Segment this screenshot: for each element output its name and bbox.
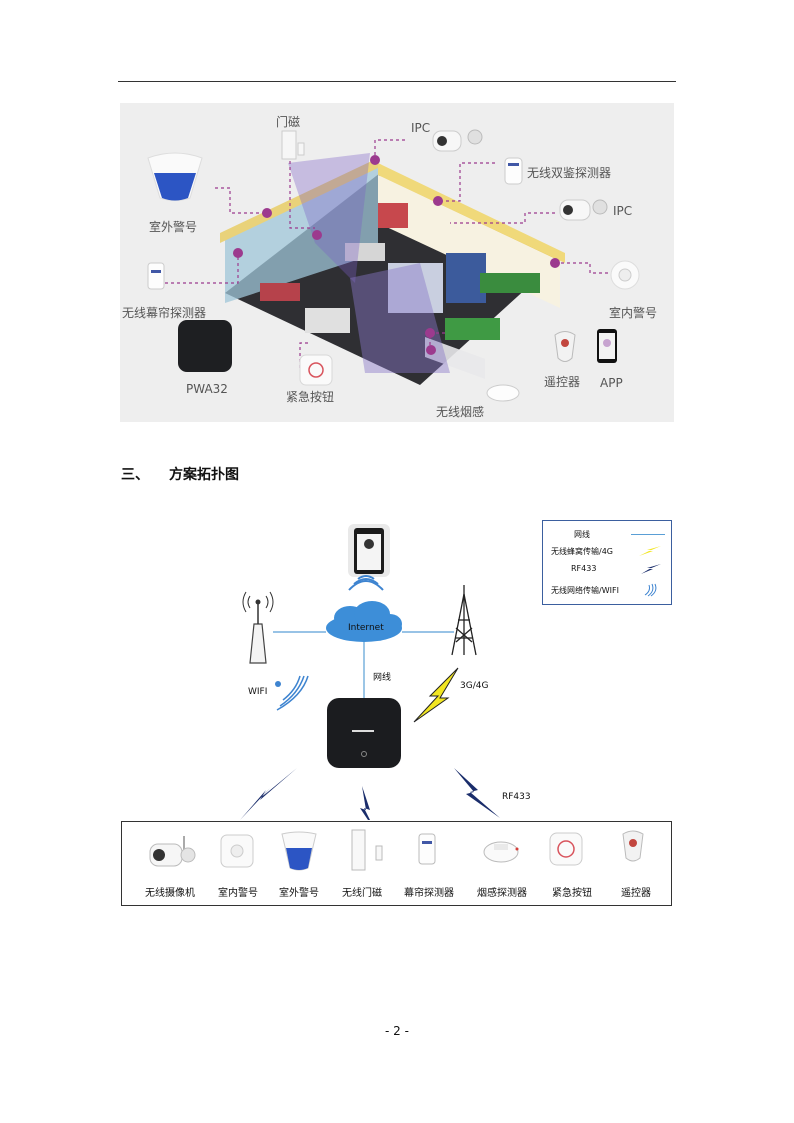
cellular-bolt-icon (413, 667, 459, 723)
label-dual-detector: 无线双鉴探测器 (527, 166, 612, 180)
device-label: 室外警号 (279, 888, 319, 899)
legend: 网线 无线蜂窝传输/4G RF433 无线网络传输/WIFI (542, 520, 672, 605)
network-line-sample (631, 534, 665, 535)
panic-button-icon (549, 832, 583, 866)
label-indoor-siren: 室内警号 (609, 306, 658, 320)
device-label: 紧急按钮 (552, 888, 592, 899)
label-curtain-detector: 无线幕帘探测器 (122, 306, 207, 320)
wifi-router-icon (242, 591, 274, 664)
label-outdoor-siren: 室外警号 (149, 220, 198, 234)
smoke-detector-icon (483, 841, 519, 863)
alarm-panel-icon (327, 698, 401, 768)
blue-bolt-icon (641, 564, 661, 574)
store-security-illustration: 门磁 IPC 无线双鉴探测器 IPC 室外警号 室内警号 无线幕帘探测器 PWA… (120, 103, 674, 422)
internet-label: Internet (348, 623, 384, 633)
cell-tower-icon (451, 585, 477, 656)
connector-dot (426, 345, 436, 355)
label-ipc-right: IPC (613, 204, 633, 218)
device-label: 室内警号 (218, 888, 258, 899)
section-number: 三、 (121, 467, 149, 483)
connector-dot (425, 328, 435, 338)
connector-dot (550, 258, 560, 268)
device-label: 遥控器 (621, 888, 651, 899)
device-label: 无线门磁 (342, 888, 382, 899)
label-app: APP (600, 376, 623, 390)
device-label: 幕帘探测器 (404, 888, 454, 899)
connector-dot (312, 230, 322, 240)
outdoor-siren-icon (281, 831, 317, 871)
page-number: - 2 - (385, 1024, 409, 1038)
label-ipc-top: IPC (411, 121, 431, 135)
rf433-label: RF433 (502, 792, 531, 802)
label-remote: 遥控器 (544, 375, 581, 389)
door-sensor-icon (351, 829, 383, 871)
wifi-label: WIFI (248, 687, 268, 697)
internet-cloud-icon (326, 601, 402, 642)
section-title: 方案拓扑图 (169, 467, 239, 483)
device-label: 无线摄像机 (145, 888, 195, 899)
network-line-label: 网线 (373, 673, 392, 683)
phone-icon (348, 524, 390, 577)
connector-dot (370, 155, 380, 165)
wifi-signal-icon (275, 675, 309, 711)
curtain-detector-icon (418, 833, 436, 865)
device-label: 烟感探测器 (477, 888, 527, 899)
device-icons (149, 829, 644, 871)
remote-icon (622, 830, 644, 862)
cellular-label: 3G/4G (460, 681, 489, 691)
rf433-bolts (240, 768, 500, 820)
label-panic-button: 紧急按钮 (286, 390, 335, 404)
device-panel: 无线摄像机 室内警号 室外警号 无线门磁 幕帘探测器 烟感探测器 紧急按钮 遥控… (121, 821, 672, 906)
connector-dot (262, 208, 272, 218)
phone-wifi-icon (348, 575, 384, 591)
label-door-sensor: 门磁 (276, 115, 301, 129)
yellow-bolt-icon (639, 546, 661, 556)
label-panel: PWA32 (186, 382, 228, 396)
topology-diagram (240, 524, 500, 820)
connector-dot (433, 196, 443, 206)
indoor-siren-icon (220, 834, 254, 868)
section-heading: 三、 方案拓扑图 (121, 464, 239, 484)
wifi-wave-icon (644, 583, 657, 597)
label-smoke: 无线烟感 (436, 405, 485, 419)
store-scene (147, 129, 640, 402)
header-rule (118, 81, 676, 82)
connector-dot (233, 248, 243, 258)
camera-icon (149, 836, 196, 867)
